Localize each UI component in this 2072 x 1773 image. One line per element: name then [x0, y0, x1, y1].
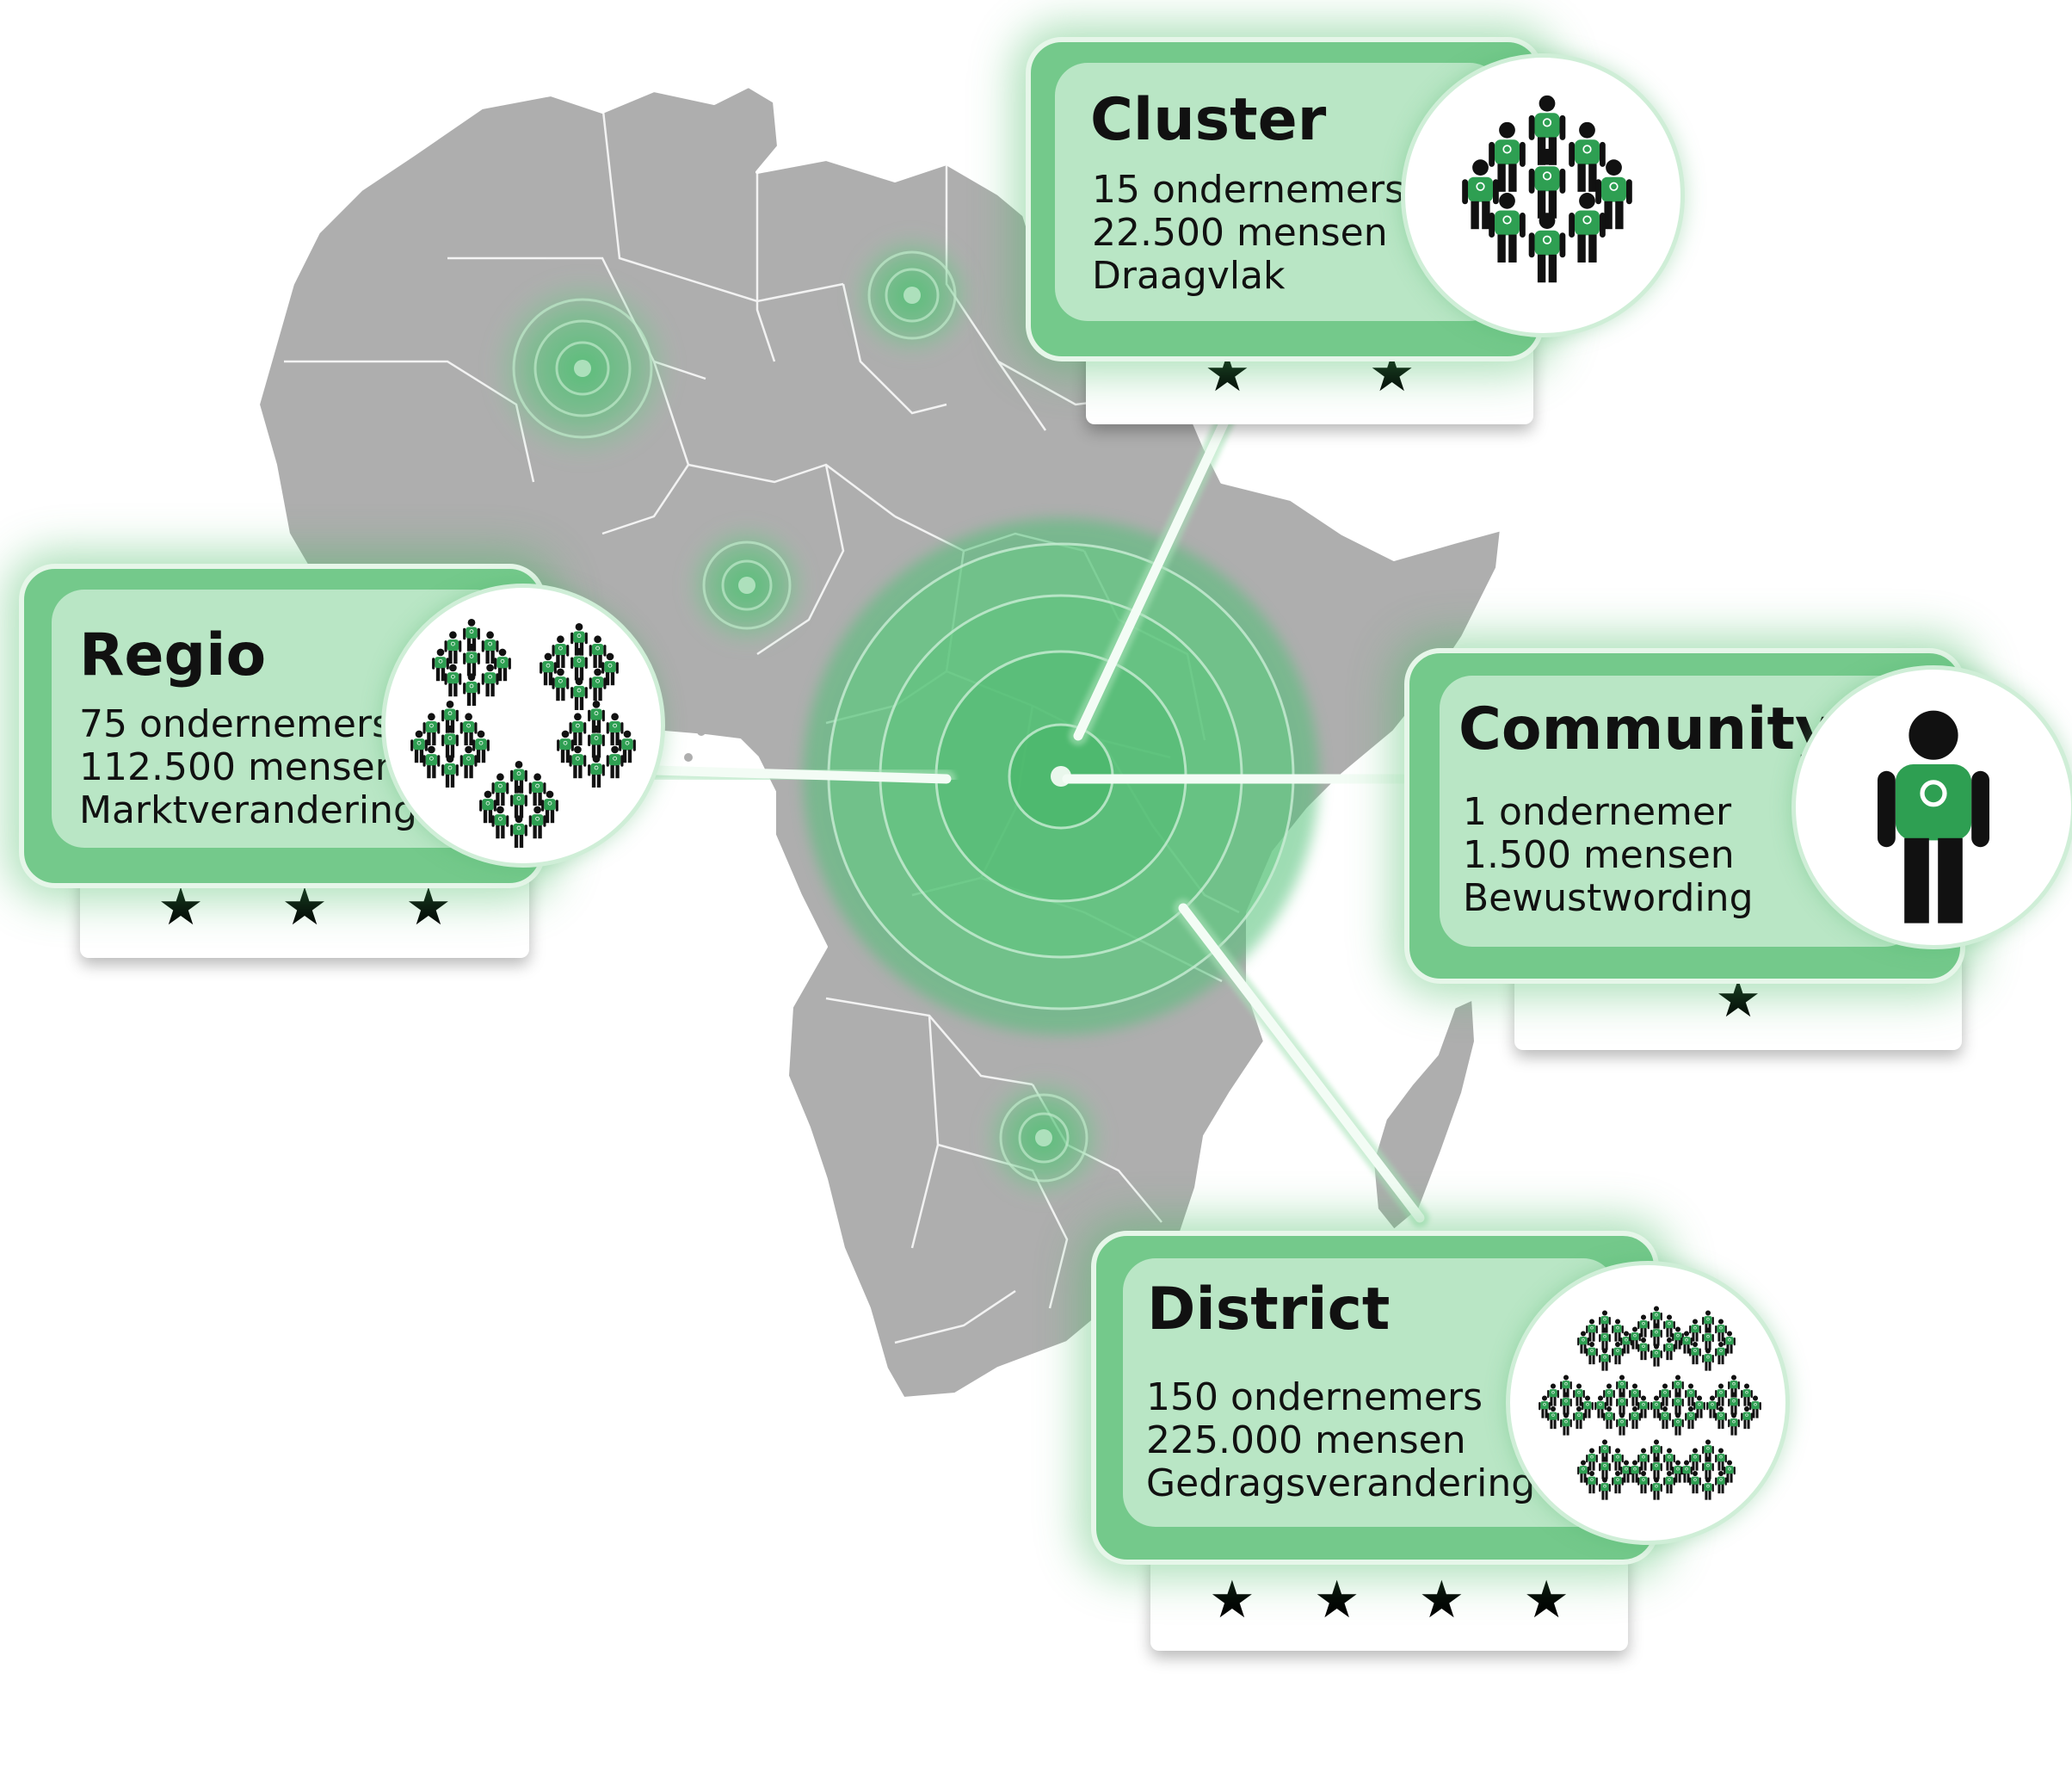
- island-dot: [697, 727, 706, 736]
- pulse-nigeria: [682, 521, 811, 650]
- star-icon: ★: [1313, 1570, 1360, 1630]
- district-title: District: [1147, 1276, 1391, 1344]
- district-line-1: 150 ondernemers: [1146, 1375, 1483, 1419]
- district-line-3: Gedragsverandering: [1146, 1461, 1536, 1505]
- pulse-south: [979, 1073, 1108, 1202]
- cluster-title: Cluster: [1090, 86, 1327, 154]
- star-icon: ★: [1523, 1570, 1569, 1630]
- cluster-line-2: 22.500 mensen: [1092, 211, 1388, 255]
- regio-line-1: 75 ondernemers: [79, 702, 392, 746]
- community-line-1: 1 ondernemer: [1463, 790, 1732, 834]
- multiple-groups-icon: [381, 584, 665, 868]
- pulse-west: [488, 274, 677, 463]
- regio-line-3: Marktverandering: [79, 788, 417, 832]
- star-icon: ★: [1418, 1570, 1465, 1630]
- connector-lines: [644, 399, 1429, 1227]
- cluster-line-1: 15 ondernemers: [1092, 168, 1404, 212]
- people-group-icon: [1401, 53, 1685, 337]
- community-line-2: 1.500 mensen: [1463, 833, 1735, 877]
- star-icon: ★: [405, 877, 452, 937]
- cluster-line-3: Draagvlak: [1092, 254, 1286, 298]
- madagascar-island: [1370, 995, 1478, 1233]
- community-title: Community: [1458, 695, 1834, 763]
- single-person-icon: [1791, 665, 2072, 949]
- community-line-3: Bewustwording: [1463, 876, 1754, 920]
- island-dot: [684, 753, 693, 762]
- star-icon: ★: [281, 877, 328, 937]
- star-icon: ★: [1208, 1570, 1255, 1630]
- regio-line-2: 112.500 mensen: [79, 745, 399, 789]
- district-stars: ★ ★ ★ ★: [1150, 1549, 1628, 1651]
- district-line-2: 225.000 mensen: [1146, 1418, 1466, 1462]
- regio-title: Regio: [79, 621, 267, 689]
- pulse-north: [848, 231, 977, 360]
- star-icon: ★: [157, 877, 204, 937]
- many-groups-icon: [1506, 1261, 1790, 1545]
